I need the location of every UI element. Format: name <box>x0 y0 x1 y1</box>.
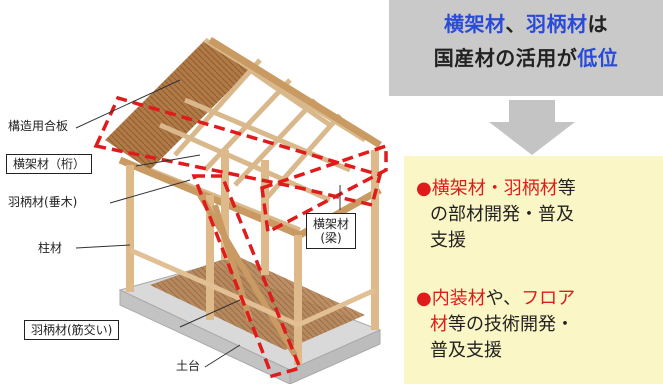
bullet-1-highlight: 横架材・羽柄材 <box>431 178 558 199</box>
label-horizontal-member-keta: 横架材（桁） <box>6 154 93 174</box>
label-rafter: 羽柄材(垂木) <box>8 195 78 209</box>
header-line-1: 横架材、羽柄材は <box>389 14 663 34</box>
header-line-2: 国産材の活用が低位 <box>389 48 663 68</box>
header-highlight-low: 低位 <box>577 46 619 70</box>
bullet-2-line2-rest: 等の技術開発・ <box>448 314 574 335</box>
bullet-2-highlight-interior: 内装材 <box>431 288 486 309</box>
bullet-2-mid: や、 <box>485 288 522 309</box>
bullet-1-line-3: 支援 <box>430 230 466 251</box>
bullet-item-1: ●横架材・羽柄材等 の部材開発・普及 支援 <box>416 176 656 254</box>
bullet-1-rest: 等 <box>557 178 576 199</box>
bullet-2-line-3: 普及支援 <box>430 340 502 361</box>
bullet-2-highlight-material: 材 <box>430 314 448 335</box>
floor-boards <box>150 255 365 350</box>
summary-header: 横架材、羽柄材は 国産材の活用が低位 <box>389 0 663 96</box>
label-brace: 羽柄材(筋交い) <box>24 320 120 340</box>
bullet-1-line-2: の部材開発・普及 <box>430 204 574 225</box>
house-frame-illustration <box>75 37 388 384</box>
label-beam-line1: 横架材 <box>313 217 350 231</box>
dashed-outline-brace <box>191 174 303 379</box>
label-beam-line2: (梁) <box>320 231 342 245</box>
bullet-2-line-2: 材等の技術開発・ <box>416 312 656 338</box>
label-sill: 土台 <box>176 359 201 373</box>
roof-plywood <box>105 40 250 170</box>
header-line2-text: 国産材の活用が <box>433 46 578 70</box>
bullet-2-highlight-floor: フロア <box>521 288 576 309</box>
bullet-item-2: ●内装材や、フロア 材等の技術開発・ 普及支援 <box>416 286 656 364</box>
label-pillar: 柱材 <box>38 241 63 255</box>
bullet-1-line-1: ●横架材・羽柄材等 <box>416 176 656 202</box>
bullet-marker-icon: ● <box>416 178 432 199</box>
dashed-outline-beam <box>260 143 388 235</box>
header-line1-rest: は <box>587 12 608 36</box>
header-highlight-horizontal-member: 横架材 <box>444 12 506 36</box>
label-structural-plywood: 構造用合板 <box>8 119 69 133</box>
header-separator: 、 <box>505 12 526 36</box>
label-horizontal-member-beam: 横架材 (梁) <box>306 213 357 249</box>
down-arrow-icon <box>489 100 575 155</box>
bullet-marker-icon: ● <box>416 288 432 309</box>
dashed-outline-keta <box>93 95 383 208</box>
bullet-2-line-1: ●内装材や、フロア <box>416 286 656 312</box>
header-highlight-secondary-member: 羽柄材 <box>526 12 588 36</box>
support-measures-box: ●横架材・羽柄材等 の部材開発・普及 支援 ●内装材や、フロア 材等の技術開発・… <box>404 156 663 384</box>
